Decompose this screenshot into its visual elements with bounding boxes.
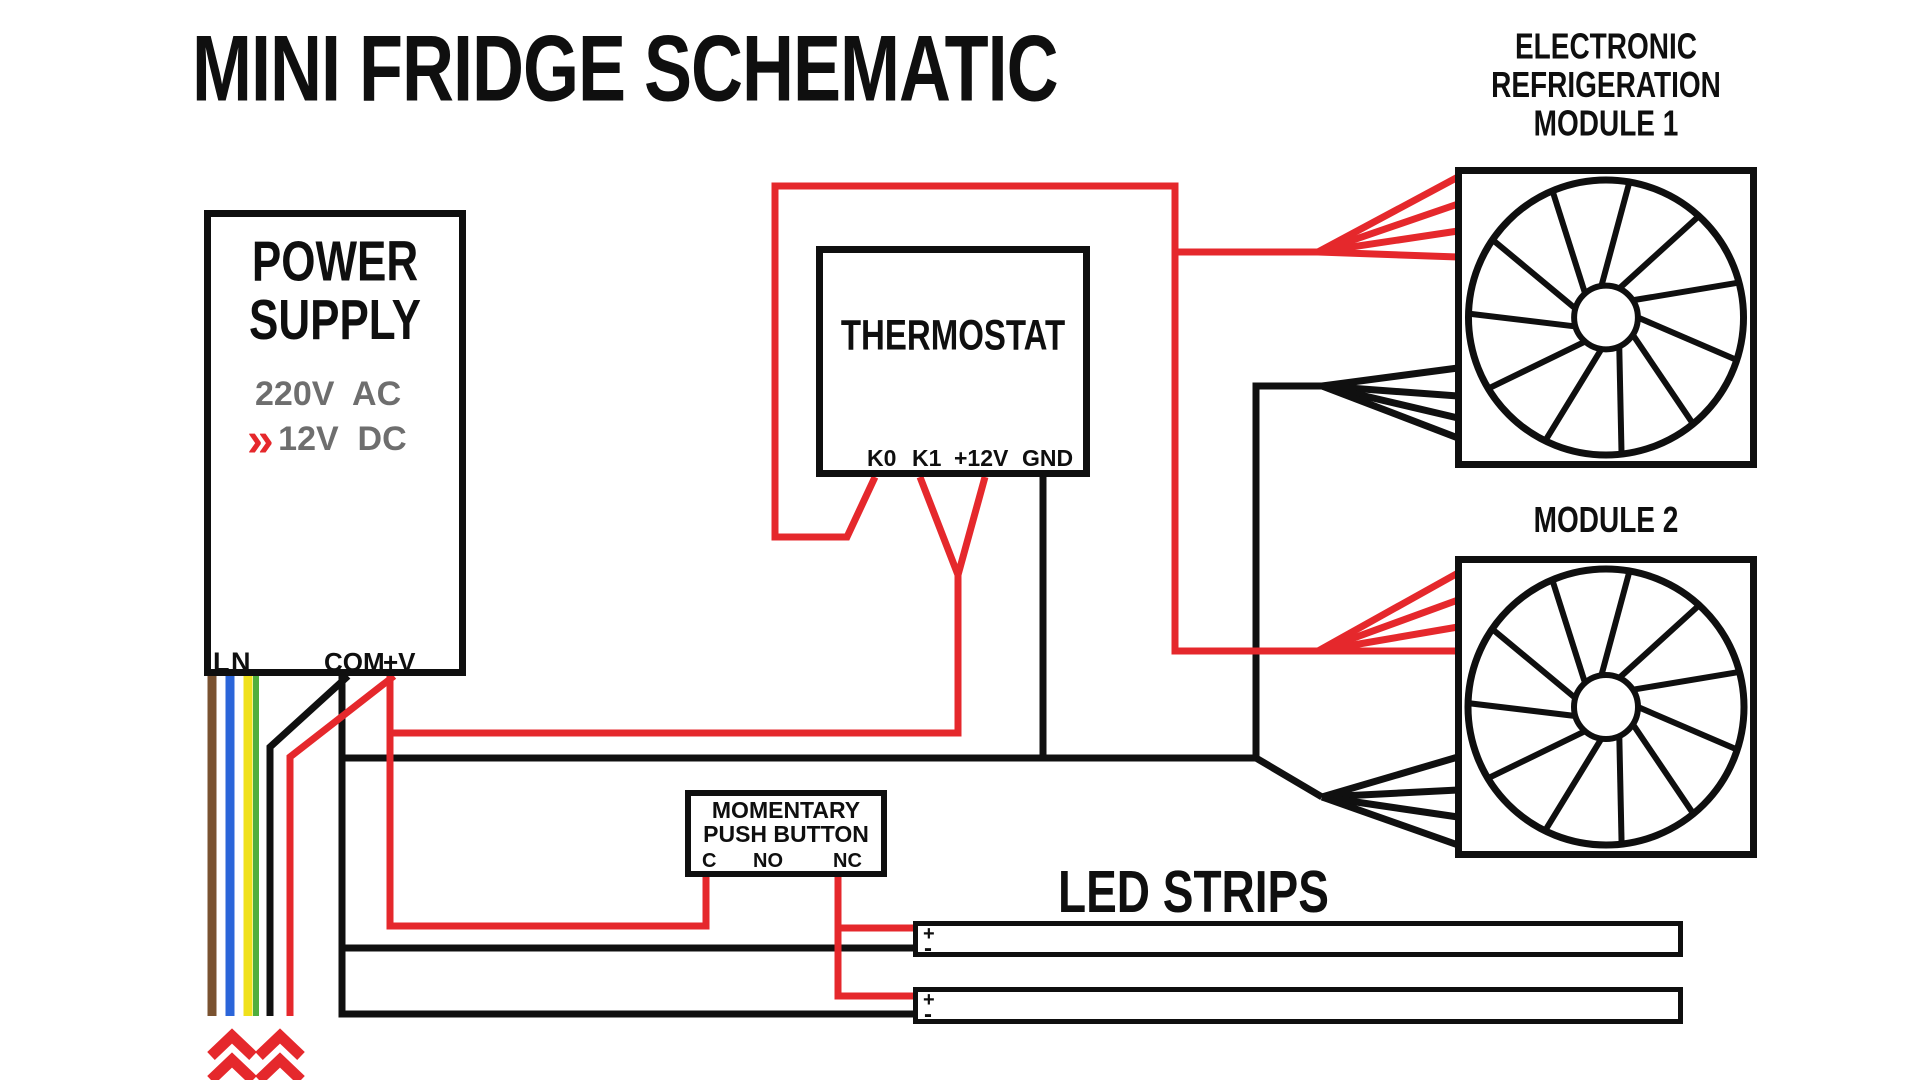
terminal-k0: K0	[867, 445, 897, 471]
push-button-box: MOMENTARY PUSH BUTTON C NO NC	[685, 790, 887, 877]
led-strip-1: + -	[913, 921, 1683, 962]
step-down-chevron-icon: »	[247, 414, 274, 467]
module2-label: MODULE 2	[1533, 500, 1679, 540]
page-title: MINI FRIDGE SCHEMATIC	[192, 17, 1059, 122]
fan-icon	[1464, 565, 1748, 849]
terminal-plus12v: +12V	[954, 445, 1009, 471]
led-strip-2: + -	[913, 987, 1683, 1028]
terminal-plus-v: +V	[383, 647, 416, 677]
terminal-k1: K1	[912, 445, 942, 471]
led1-plus-terminal: +	[923, 923, 935, 945]
terminal-l: L	[213, 647, 230, 677]
terminal-n: N	[231, 647, 251, 677]
power-supply-rating-ac: 220V AC	[255, 375, 402, 413]
power-supply-box: POWER SUPPLY 220V AC » 12V DC L N COM +V	[204, 210, 466, 677]
power-supply-rating-dc: 12V DC	[278, 420, 407, 458]
terminal-gnd: GND	[1022, 445, 1074, 471]
led2-minus-terminal: -	[924, 1001, 932, 1028]
led1-minus-terminal: -	[924, 935, 932, 962]
fan-icon	[1464, 176, 1748, 459]
up-chevron-icon	[207, 1028, 305, 1080]
module1-label: ELECTRONIC REFRIGERATION MODULE 1	[1491, 26, 1721, 144]
mains-wires	[207, 676, 259, 1016]
power-supply-label: POWER SUPPLY	[248, 230, 421, 353]
refrigeration-module1-box	[1455, 167, 1757, 468]
terminal-nc: NC	[833, 850, 862, 872]
terminal-c: C	[702, 850, 717, 872]
terminal-com: COM	[324, 647, 385, 677]
led2-plus-terminal: +	[923, 989, 935, 1011]
thermostat-box: THERMOSTAT K0 K1 +12V GND	[816, 246, 1090, 477]
terminal-no: NO	[753, 850, 783, 872]
refrigeration-module2-box	[1455, 556, 1757, 858]
led-strips-label: LED STRIPS	[1058, 857, 1329, 925]
thermostat-label: THERMOSTAT	[840, 311, 1066, 359]
push-button-label: MOMENTARY PUSH BUTTON	[703, 797, 869, 847]
